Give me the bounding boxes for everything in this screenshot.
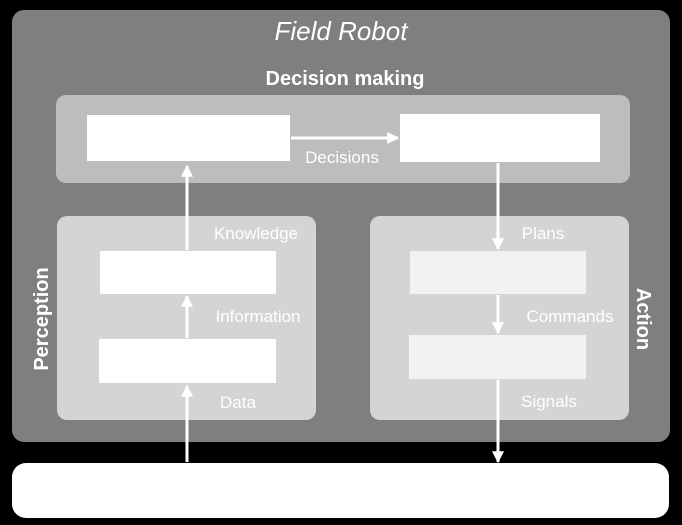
robot-title: Field Robot <box>275 16 410 46</box>
action-box-top <box>410 251 586 294</box>
perception-label: Perception <box>31 267 53 370</box>
action-label: Action <box>632 288 654 350</box>
decision-making-label: Decision making <box>266 68 425 90</box>
perception-box-top <box>100 251 276 294</box>
plans-label: Plans <box>522 224 565 243</box>
action-box-bottom <box>409 335 586 379</box>
decision-box-right <box>400 114 600 162</box>
knowledge-label: Knowledge <box>214 224 298 243</box>
environment-bar <box>12 463 669 518</box>
decision-box-left <box>87 115 290 161</box>
decisions-label: Decisions <box>305 148 379 167</box>
commands-label: Commands <box>527 307 614 326</box>
signals-label: Signals <box>521 392 577 411</box>
perception-box-bottom <box>99 339 276 383</box>
data-label: Data <box>220 393 256 412</box>
information-label: Information <box>215 307 300 326</box>
